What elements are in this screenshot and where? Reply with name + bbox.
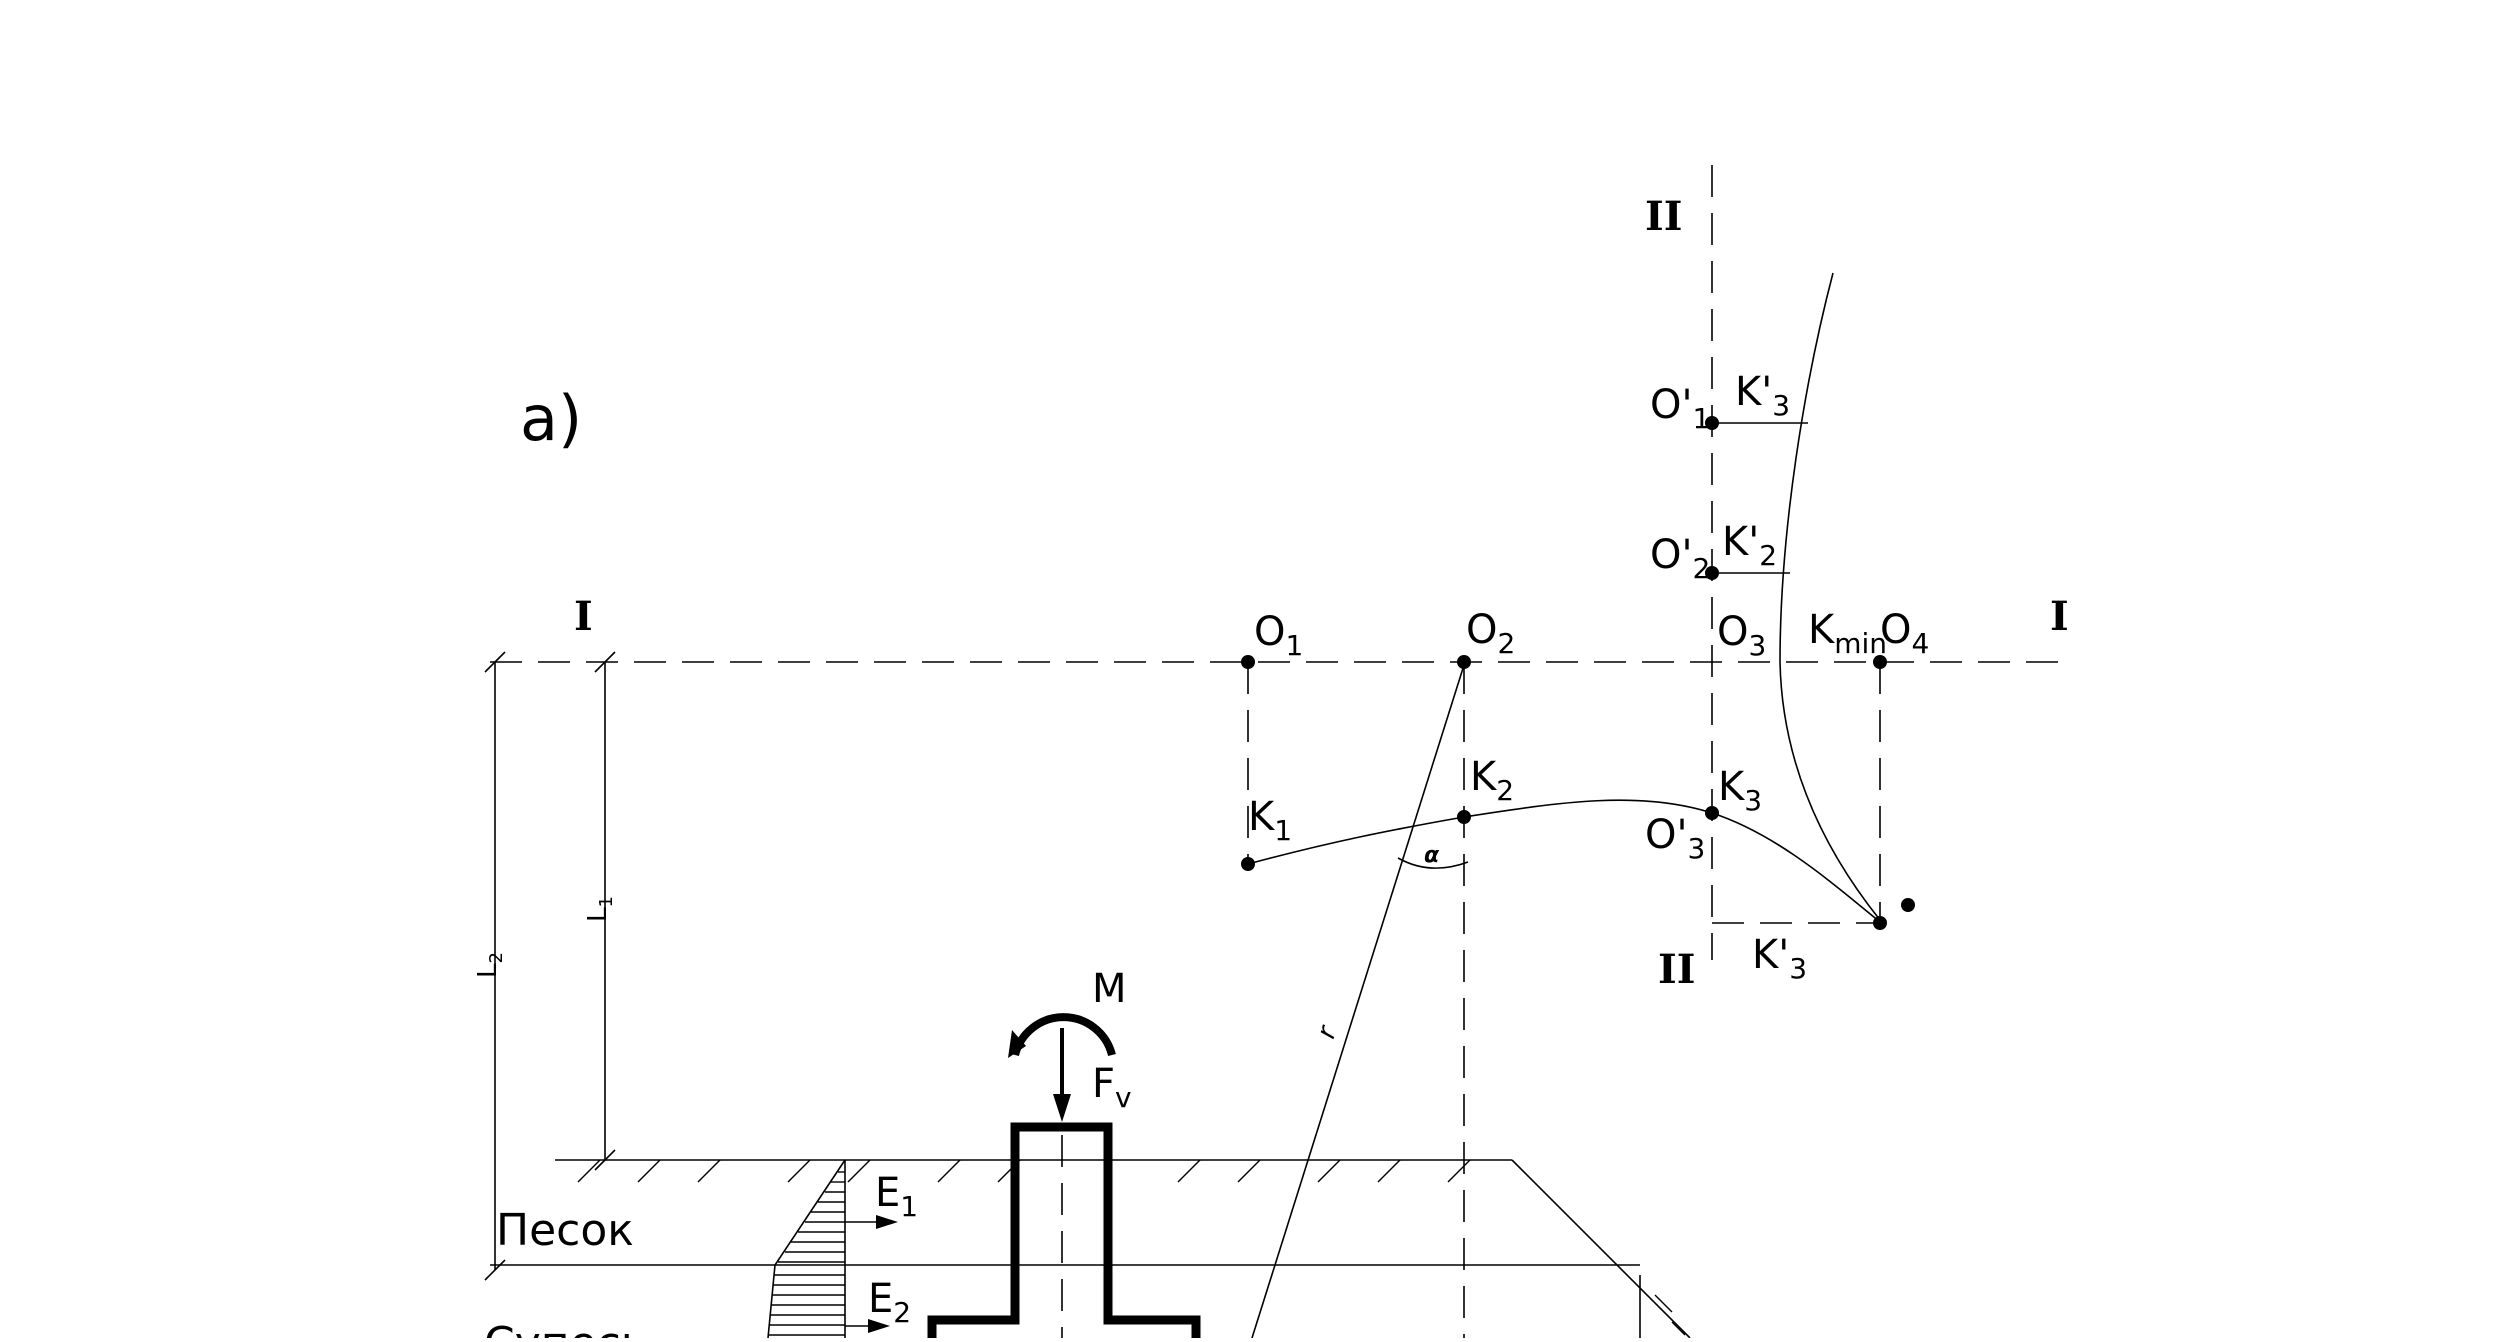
- moment-arc: [1011, 1013, 1116, 1057]
- angle-label: α: [1424, 843, 1440, 868]
- angle-arc: [1397, 857, 1469, 869]
- dim-L1-label: L1: [583, 896, 617, 922]
- slope-line: [1511, 1159, 1691, 1339]
- label-K3p: K'3: [1752, 932, 1807, 985]
- curve-Kmin: [1779, 272, 1881, 921]
- label-O3p: O'3: [1645, 812, 1705, 865]
- axis-II-label-bottom: II: [1658, 946, 1695, 993]
- radius-label: r: [1311, 1021, 1344, 1043]
- label-Kmin: Kmin: [1808, 607, 1887, 660]
- foundation-outline: [927, 1122, 1201, 1338]
- point-K2: [1457, 810, 1471, 824]
- label-K1p: K'3: [1735, 369, 1790, 422]
- E1-arrowhead: [876, 1215, 898, 1229]
- point-O4: [1873, 655, 1887, 669]
- pressure-hatching: [768, 1171, 845, 1336]
- E1-label: E1: [875, 1170, 918, 1223]
- label-K3: K3: [1718, 764, 1762, 817]
- Fv-arrowhead: [1053, 1094, 1071, 1122]
- Fv-label: Fv: [1092, 1061, 1132, 1114]
- label-O1p: O'1: [1650, 382, 1710, 435]
- point-O1: [1241, 655, 1255, 669]
- label-O2: O2: [1466, 607, 1515, 660]
- radius-line: [1251, 664, 1465, 1339]
- axis-I-label-right: I: [2050, 593, 2069, 640]
- pressure-diagram-outline: [767, 1159, 846, 1339]
- dim-L2-tick-top: [484, 651, 506, 673]
- E2-arrowhead: [868, 1319, 890, 1333]
- label-K2: K2: [1470, 754, 1514, 807]
- axis-I-label-left: I: [574, 593, 593, 640]
- dim-L2-label: L2: [473, 952, 507, 978]
- point-O2p: [1705, 566, 1719, 580]
- moment-arrowhead: [1008, 1030, 1026, 1058]
- moment-label: M: [1092, 966, 1127, 1012]
- ground-hatching: [577, 1159, 1471, 1183]
- point-extra: [1901, 898, 1915, 912]
- label-K1: K1: [1248, 794, 1292, 847]
- dim-L1-tick-top: [594, 651, 616, 673]
- slope-hatching: [1654, 1294, 1686, 1336]
- point-K3p: [1873, 916, 1887, 930]
- point-K3: [1705, 806, 1719, 820]
- E2-label: E2: [868, 1276, 911, 1329]
- label-O4: O4: [1880, 607, 1929, 660]
- panel-label: a): [520, 382, 582, 455]
- label-O2p: O'2: [1650, 532, 1710, 585]
- label-O3: O3: [1717, 609, 1766, 662]
- label-K2p: K'2: [1722, 519, 1777, 572]
- soil-layer-sandy-loam: Супесь: [484, 1318, 647, 1338]
- soil-layer-sand: Песок: [496, 1205, 634, 1256]
- label-O1: O1: [1254, 609, 1303, 662]
- point-O2: [1457, 655, 1471, 669]
- point-O1p: [1705, 416, 1719, 430]
- dim-L2-tick-bottom: [484, 1259, 506, 1281]
- curve-K: [1247, 799, 1881, 923]
- axis-II-label-top: II: [1645, 193, 1682, 240]
- point-K1: [1241, 857, 1255, 871]
